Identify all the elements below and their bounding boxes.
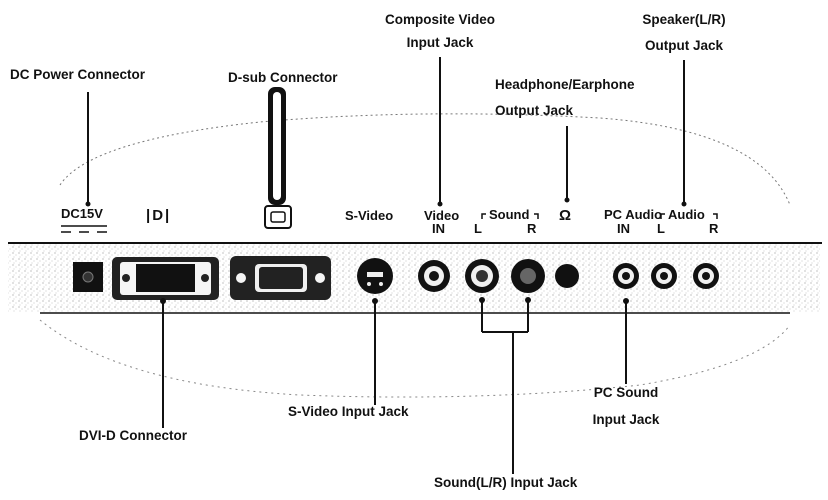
- audio-label: Audio: [668, 207, 705, 222]
- speaker-output-label-line2: Output Jack: [644, 38, 723, 53]
- housing-outline-top: [59, 113, 791, 206]
- pc-audio-in-label: IN: [617, 221, 630, 236]
- dc-symbol: [61, 225, 107, 233]
- group-brackets: [481, 213, 718, 219]
- pc-sound-input-label-line2: Input Jack: [592, 412, 660, 427]
- monitor-symbol: [264, 205, 292, 229]
- dvi-symbol-label: |D|: [146, 207, 172, 224]
- leader-lines: [87, 57, 685, 474]
- headphone-jack: [555, 264, 579, 288]
- dc-power-connector: [73, 262, 103, 292]
- s-video-jack: [357, 258, 393, 294]
- sound-l-label: L: [474, 221, 482, 236]
- s-video-label: S-Video: [345, 208, 394, 223]
- audio-l-jack: [651, 263, 677, 289]
- leader-dots: [85, 197, 687, 304]
- pc-audio-label: PC Audio: [604, 207, 663, 222]
- composite-video-label-line1: Composite Video: [384, 12, 496, 27]
- video-in-label: IN: [432, 221, 445, 236]
- composite-video-jack: [418, 260, 450, 292]
- headphone-symbol: Ω: [559, 207, 572, 224]
- d-sub-connector-label: D-sub Connector: [228, 70, 338, 85]
- sound-label: Sound: [489, 207, 530, 222]
- speaker-output-label-line1: Speaker(L/R): [642, 12, 726, 27]
- video-label: Video: [424, 208, 460, 223]
- dvi-d-connector-label: DVI-D Connector: [79, 428, 187, 443]
- sound-r-label: R: [527, 221, 537, 236]
- d-sub-connector: [230, 256, 331, 300]
- dvi-d-connector: [112, 257, 219, 300]
- dc-power-connector-label: DC Power Connector: [10, 67, 146, 82]
- composite-video-label-line2: Input Jack: [406, 35, 474, 50]
- pc-sound-input-label-line1: PC Sound: [593, 385, 659, 400]
- audio-r-jack: [693, 263, 719, 289]
- headphone-output-label-line2: Output Jack: [495, 103, 574, 118]
- audio-r-label: R: [709, 221, 719, 236]
- headphone-output-label-line1: Headphone/Earphone: [495, 77, 635, 92]
- sound-r-jack: [511, 259, 545, 293]
- s-video-input-label: S-Video Input Jack: [288, 404, 409, 419]
- sound-input-label: Sound(L/R) Input Jack: [434, 475, 578, 490]
- pc-audio-in-jack: [613, 263, 639, 289]
- sound-l-jack: [465, 259, 499, 293]
- dc15v-label: DC15V: [61, 206, 103, 221]
- audio-l-label: L: [657, 221, 665, 236]
